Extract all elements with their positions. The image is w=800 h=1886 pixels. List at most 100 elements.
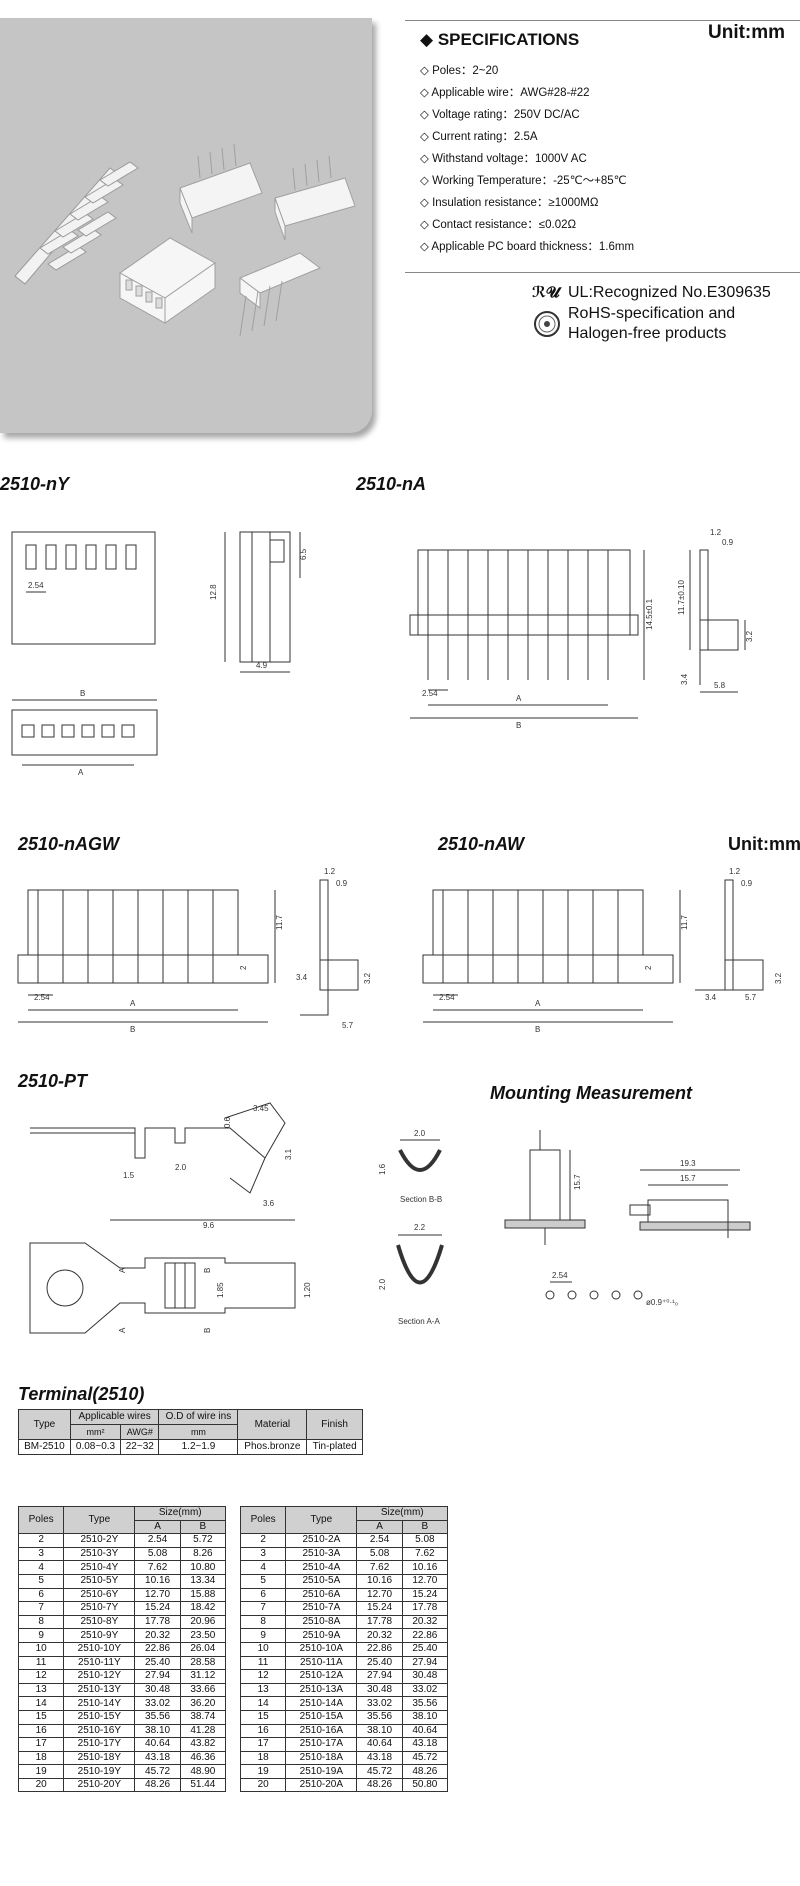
cell-size-b: 15.88 [179,1587,227,1603]
cell-size-b: 30.48 [401,1669,449,1684]
cell-size-b: 12.70 [401,1573,449,1589]
cell-poles: 9 [17,1628,65,1643]
section-title-terminal: Terminal(2510) [18,1384,145,1404]
cell-size-a: 45.72 [356,1764,403,1779]
spec-item: ◇ Working Temperature：-25℃～+85℃ [420,175,627,187]
cell-poles: 13 [17,1682,65,1698]
cell-poles: 4 [239,1560,287,1575]
cell-size-b: 26.04 [179,1641,227,1657]
cell-size-a: 5.08 [134,1546,181,1562]
header-pins [37,890,214,983]
dim-pitch: 2.54 [28,581,44,590]
dim-aw-b-label: B [535,1025,540,1034]
cell-size-b: 38.74 [179,1709,227,1725]
dim-agw-b: 2 [239,965,248,970]
section-a-a-label: Section A-A [398,1317,440,1326]
dim-aw-r: 3.2 [774,972,783,984]
cell-size-a: 27.94 [356,1669,403,1684]
header-pins [442,890,619,983]
cell-size-b: 20.32 [401,1614,449,1630]
dim-na-pin: 3.4 [680,673,689,685]
cell-poles: 19 [239,1764,287,1779]
cell-type: 2510-19Y [63,1764,136,1779]
cell-size-b: 40.64 [401,1723,449,1739]
cell-poles: 14 [17,1696,65,1711]
header-material: Material [237,1409,308,1440]
header-poles: Poles [239,1505,287,1535]
spec-item: ◇ Current rating：2.5A [420,131,538,143]
cell-poles: 18 [239,1750,287,1766]
cell-poles: 2 [239,1533,287,1548]
cell-size-a: 17.78 [356,1614,403,1630]
cell-type: 2510-11A [285,1655,358,1671]
drawing-2510-ny: 2.54 12.8 6.5 4.9 B A [0,500,320,790]
section-title-2510-na: 2510-nA [356,474,427,494]
dim-pt-b-top: B [203,1268,212,1273]
specifications-heading: ◆ SPECIFICATIONS [420,30,580,49]
cell-poles: 14 [239,1696,287,1711]
cell-poles: 17 [17,1737,65,1752]
cell-size-b: 36.20 [179,1696,227,1711]
header-type: Type [285,1505,358,1535]
header-poles: Poles [17,1505,65,1535]
cell-size-a: 43.18 [134,1750,181,1766]
dim-na-p: 3.2 [745,630,754,642]
cell-size-b: 15.24 [401,1587,449,1603]
cell-type: 2510-2Y [63,1533,136,1548]
cell-poles: 7 [17,1601,65,1616]
dim-secaa-w: 2.2 [414,1223,426,1232]
dim-aw-pitch: 2.54 [439,993,455,1002]
cell-size-b: 43.18 [401,1737,449,1752]
cell-poles: 17 [239,1737,287,1752]
cell-awg: 22~32 [120,1439,160,1455]
specifications-list: ◇ Poles：2~20 ◇ Applicable wire：AWG#28-#2… [420,60,634,258]
section-title-mounting: Mounting Measurement [490,1083,693,1103]
diamond-bullet-icon: ◆ [420,30,434,49]
ul-certification: ℛ𝓤 UL:Recognized No.E309635 [532,283,771,303]
cell-size-a: 12.70 [356,1587,403,1603]
dim-mount-hole: ø0.9⁺⁰·¹₀ [646,1298,678,1307]
header-finish: Finish [306,1409,363,1440]
header-size: Size(mm) [134,1506,226,1521]
diamond-outline-icon: ◇ [420,241,429,253]
dim-agw-t2: 0.9 [336,879,348,888]
dim-na-t2: 0.9 [722,538,734,547]
diamond-outline-icon: ◇ [420,131,429,143]
cell-poles: 20 [17,1777,65,1793]
cell-size-a: 30.48 [134,1682,181,1698]
divider [405,272,800,273]
dim-aw-t1: 1.2 [729,867,741,876]
cell-size-b: 31.12 [179,1669,227,1684]
section-title-2510-naw: 2510-nAW [438,834,525,854]
connector-photo-illustration [14,143,356,337]
cell-type: 2510-7Y [63,1601,136,1616]
cell-size-b: 48.26 [401,1764,449,1779]
cell-size-b: 5.72 [179,1533,227,1548]
cell-size-a: 25.40 [356,1655,403,1671]
dim-ny-width: 4.9 [256,661,268,670]
dim-pt-96: 9.6 [203,1221,215,1230]
cell-poles: 11 [17,1655,65,1671]
cell-size-b: 23.50 [179,1628,227,1643]
cell-size-a: 5.08 [356,1546,403,1562]
cell-size-a: 7.62 [356,1560,403,1575]
dim-secbb-w: 2.0 [414,1129,426,1138]
dim-pt-185: 1.85 [216,1282,225,1298]
cell-size-a: 27.94 [134,1669,181,1684]
header-applicable-wires: Applicable wires [69,1409,160,1425]
cell-type: 2510-14Y [63,1696,136,1711]
